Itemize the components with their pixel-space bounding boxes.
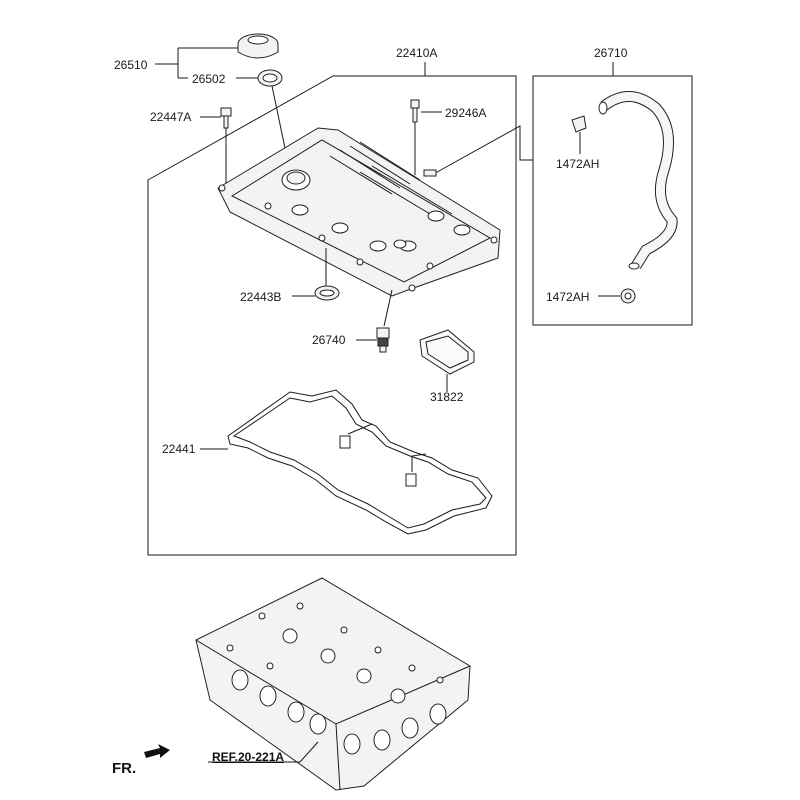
ventilation-hose[interactable] xyxy=(598,91,678,270)
cap-seal[interactable] xyxy=(257,69,283,87)
label-22447A: 22447A xyxy=(150,110,192,124)
label-1472AH-top: 1472AH xyxy=(556,157,600,171)
valve-cover[interactable] xyxy=(217,127,501,297)
leader-29246A xyxy=(414,111,442,175)
frame-connector-line xyxy=(429,125,533,177)
reference-link[interactable]: REF.20-221A xyxy=(212,750,285,764)
pcv-fitting[interactable] xyxy=(410,99,420,123)
label-22441: 22441 xyxy=(162,442,196,456)
hose-clamp-bottom[interactable] xyxy=(620,288,636,304)
front-arrow-icon xyxy=(144,744,170,758)
oil-sensor[interactable] xyxy=(376,327,390,353)
leader-reference xyxy=(208,741,319,763)
label-22443B: 22443B xyxy=(240,290,282,304)
label-1472AH-bottom: 1472AH xyxy=(546,290,590,304)
hose-clamp-top[interactable] xyxy=(571,115,587,133)
label-31822: 31822 xyxy=(430,390,464,404)
label-22410A: 22410A xyxy=(396,46,438,60)
cover-assembly-frame xyxy=(147,75,517,556)
label-26502: 26502 xyxy=(192,72,226,86)
cover-gasket[interactable] xyxy=(227,389,493,535)
label-26740: 26740 xyxy=(312,333,346,347)
leader-22447A xyxy=(200,116,227,185)
label-26510: 26510 xyxy=(114,58,148,72)
leader-26510 xyxy=(155,47,238,79)
label-26710: 26710 xyxy=(594,46,628,60)
front-direction-label: FR. xyxy=(112,760,137,777)
oil-filler-cap[interactable] xyxy=(237,33,279,59)
cover-bolt[interactable] xyxy=(220,107,232,129)
small-gasket[interactable] xyxy=(419,329,475,375)
hose-assembly-frame xyxy=(532,75,693,326)
label-29246A: 29246A xyxy=(445,106,487,120)
plug-tube-seal[interactable] xyxy=(314,285,340,301)
cylinder-head[interactable] xyxy=(195,577,471,791)
leader-26740-up xyxy=(383,289,393,327)
